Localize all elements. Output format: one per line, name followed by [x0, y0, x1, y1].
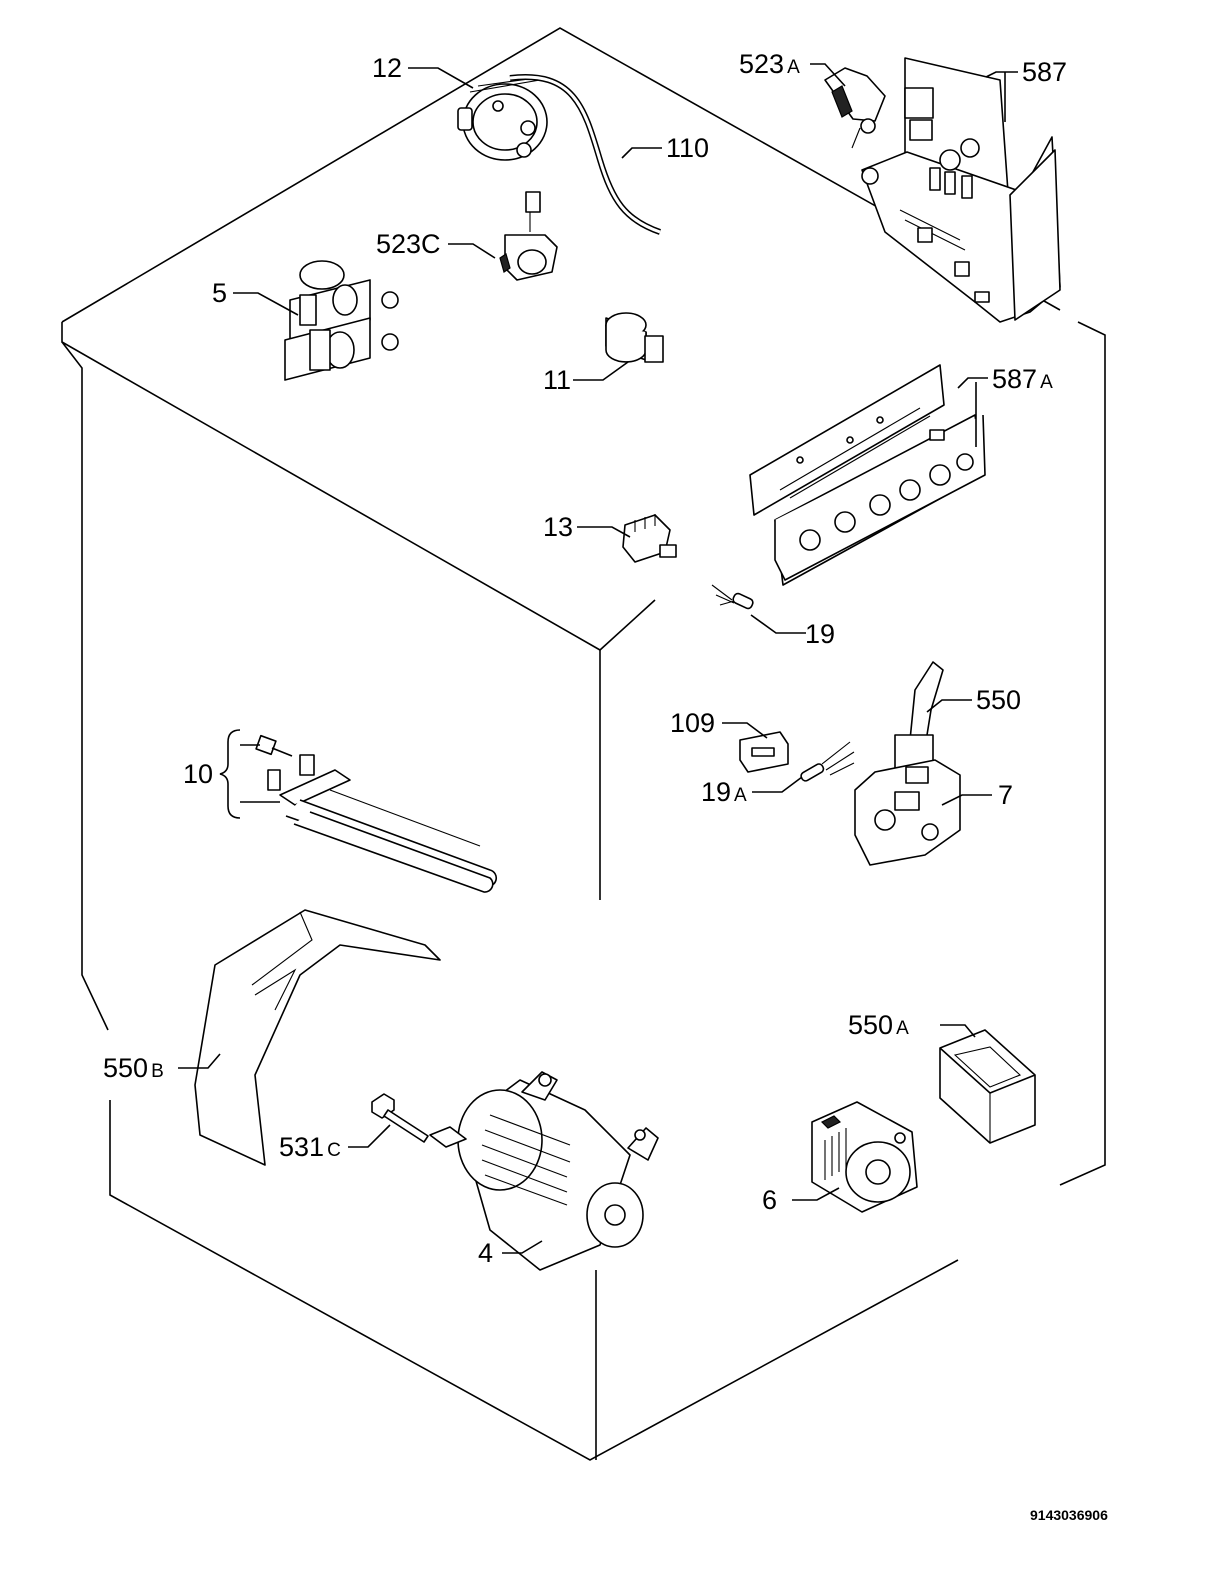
- leader-lines: [178, 63, 1018, 1254]
- cover-part: [739, 731, 789, 773]
- lock-cover-part: [939, 1029, 1036, 1144]
- label-part-4: 4: [478, 1238, 493, 1268]
- door-lock-part: [854, 661, 961, 866]
- door-switch-part: [499, 191, 558, 281]
- ntc-sensor-a-part: [800, 741, 855, 782]
- label-part-109: 109: [670, 708, 715, 738]
- inlet-valve-part: [284, 260, 399, 381]
- label-part-5: 5: [212, 278, 227, 308]
- label-part-523c: 523C: [376, 229, 441, 259]
- indicator-switch-part: [824, 67, 886, 149]
- heat-shield-part: [194, 909, 441, 1166]
- label-part-19: 19: [805, 619, 835, 649]
- label-part-12: 12: [372, 53, 402, 83]
- pressure-switch-part: [457, 77, 548, 161]
- capacitor-part: [605, 312, 664, 363]
- label-part-587: 587: [1022, 57, 1067, 87]
- label-part-6: 6: [762, 1185, 777, 1215]
- motor-part: [429, 1071, 659, 1271]
- motor-screw-part: [371, 1093, 429, 1143]
- display-board-part: [749, 364, 986, 586]
- label-part-7: 7: [998, 780, 1013, 810]
- label-part-13: 13: [543, 512, 573, 542]
- main-control-board-part: [861, 57, 1061, 323]
- pressure-hose-part: [509, 73, 661, 235]
- label-part-550: 550: [976, 685, 1021, 715]
- label-part-10: 10: [183, 759, 213, 789]
- connector-part: [622, 514, 677, 563]
- diagram-code: 9143036906: [1030, 1507, 1108, 1523]
- label-part-110: 110: [666, 133, 709, 163]
- label-part-11: 11: [543, 365, 571, 395]
- heating-element-part: [255, 734, 498, 893]
- ntc-sensor-part: [711, 584, 754, 610]
- drain-pump-part: [811, 1101, 918, 1213]
